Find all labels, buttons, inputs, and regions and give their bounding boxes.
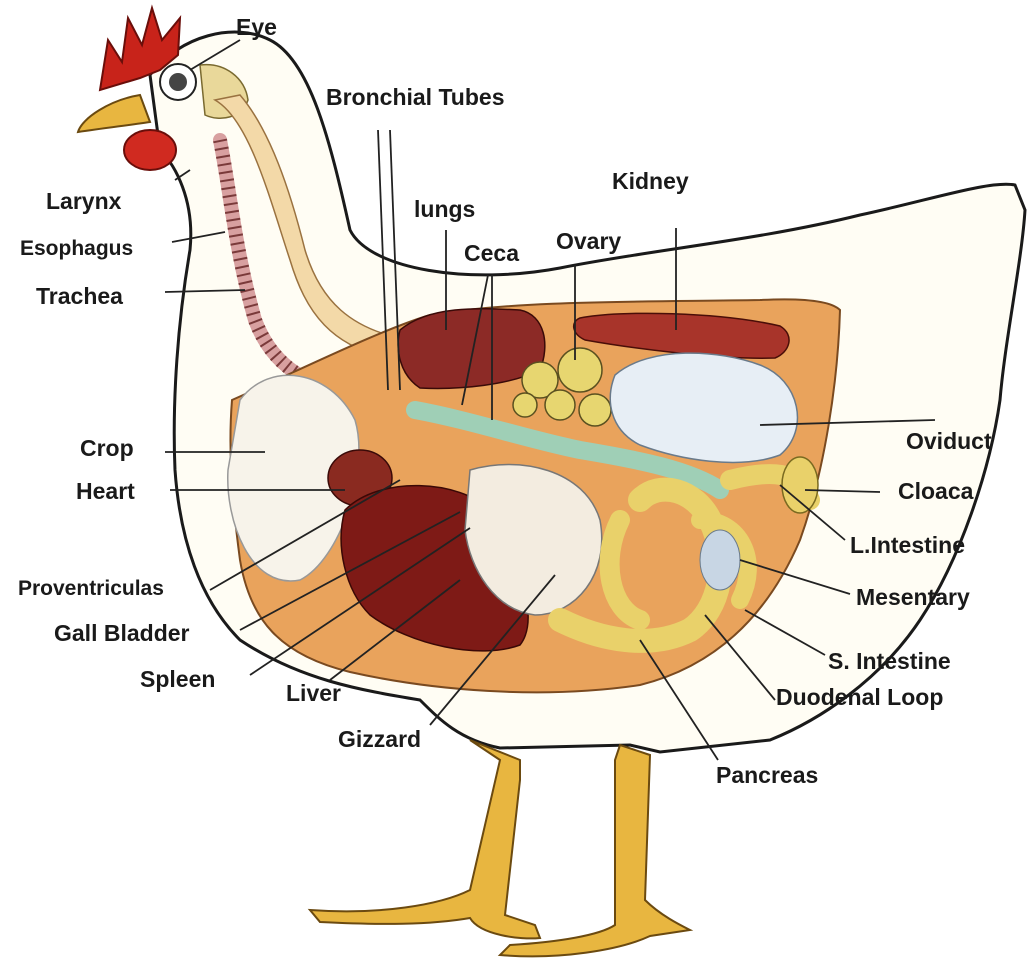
label-liver: Liver — [286, 682, 341, 705]
label-larynx: Larynx — [46, 190, 121, 213]
label-s-intestine: S. Intestine — [828, 650, 951, 673]
label-mesentary: Mesentary — [856, 586, 970, 609]
label-esophagus: Esophagus — [20, 238, 133, 259]
label-crop: Crop — [80, 437, 134, 460]
label-l-intestine: L.Intestine — [850, 534, 965, 557]
label-ceca: Ceca — [464, 242, 519, 265]
beak — [78, 95, 150, 132]
label-gall-bladder: Gall Bladder — [54, 622, 189, 645]
label-gizzard: Gizzard — [338, 728, 421, 751]
cloaca-graphic — [782, 457, 818, 513]
label-cloaca: Cloaca — [898, 480, 973, 503]
label-lungs: lungs — [414, 198, 475, 221]
label-proventriculas: Proventriculas — [18, 578, 164, 599]
label-eye: Eye — [236, 16, 277, 39]
label-duodenal-loop: Duodenal Loop — [776, 686, 943, 709]
label-bronchial-tubes: Bronchial Tubes — [326, 86, 505, 109]
label-oviduct: Oviduct — [906, 430, 992, 453]
label-pancreas: Pancreas — [716, 764, 818, 787]
label-ovary: Ovary — [556, 230, 621, 253]
label-trachea: Trachea — [36, 285, 123, 308]
label-spleen: Spleen — [140, 668, 215, 691]
wattle — [124, 130, 176, 170]
label-kidney: Kidney — [612, 170, 689, 193]
legs — [310, 740, 690, 956]
label-heart: Heart — [76, 480, 135, 503]
